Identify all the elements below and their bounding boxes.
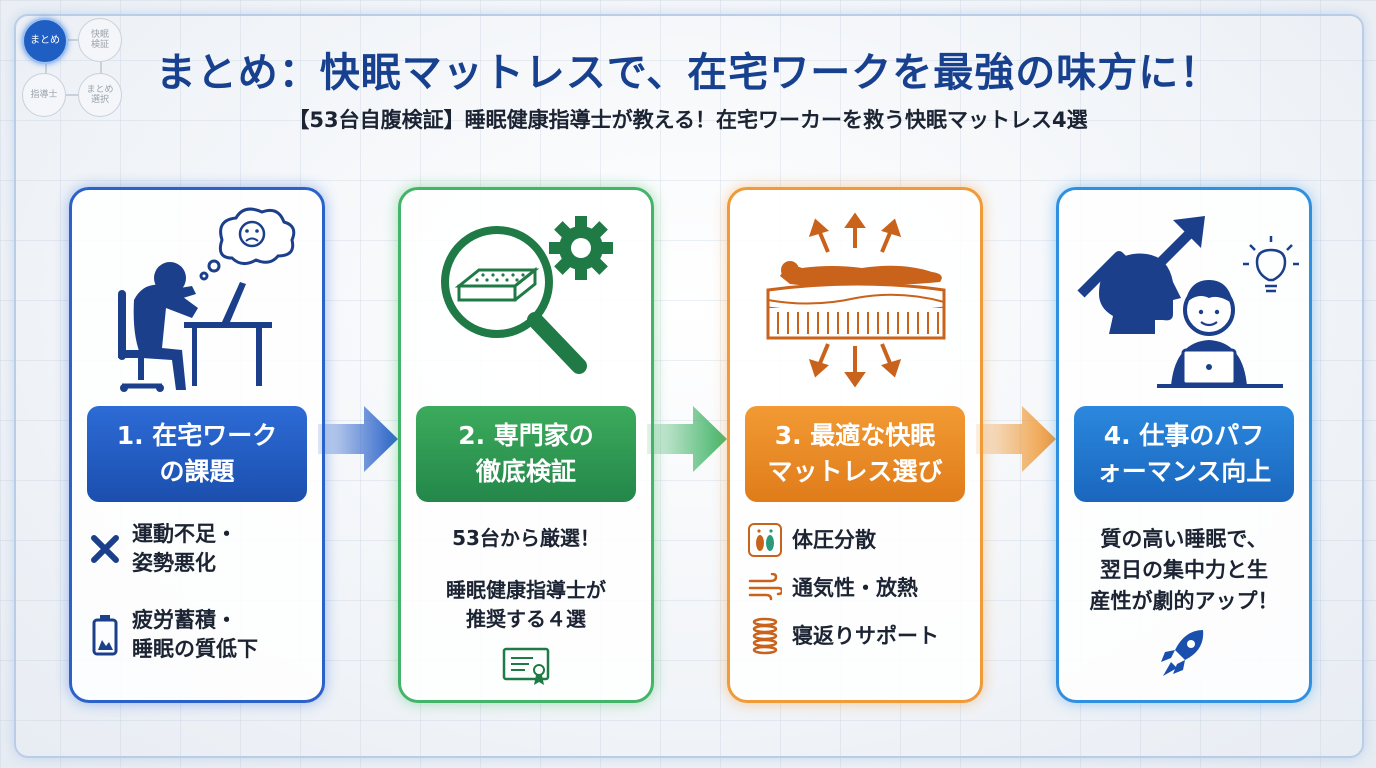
tired-worker-icon — [118, 207, 296, 392]
nav-item-instructor[interactable]: 指導士 — [22, 73, 66, 117]
point-lack-of-exercise: 運動不足・姿勢悪化 — [88, 520, 237, 578]
point-pressure-distribution: 体圧分散 — [748, 520, 876, 560]
spring-icon — [748, 616, 782, 656]
body-on-mattress-icon — [766, 212, 946, 388]
slide-frame — [14, 14, 1364, 758]
step-card-2: 2. 専門家の 徹底検証 53台から厳選！ 睡眠健康指導士が推奨する４選 — [398, 187, 654, 703]
magnifier-mattress-icon — [441, 216, 613, 374]
point-turnover-support: 寝返りサポート — [748, 616, 939, 656]
flow-arrow-3 — [976, 406, 1056, 472]
productivity-icon — [1077, 216, 1299, 388]
step-2-text-1: 53台から厳選！ — [452, 526, 600, 550]
step-card-4: 4. 仕事のパフ ォーマンス向上 質の高い睡眠で、 翌日の集中力と生 産性が劇的… — [1056, 187, 1312, 703]
point-fatigue: 疲労蓄積・睡眠の質低下 — [88, 606, 258, 664]
step-label-1: 1. 在宅ワーク の課題 — [87, 406, 307, 502]
step-card-1: 1. 在宅ワーク の課題 運動不足・姿勢悪化 疲労蓄積・睡眠の質低下 — [69, 187, 325, 703]
flow-arrow-1 — [318, 406, 398, 472]
page-title: まとめ：快眠マットレスで、在宅ワークを最強の味方に！ — [155, 50, 1221, 96]
step-2-text-2: 睡眠健康指導士が推奨する４選 — [446, 578, 606, 631]
flow-arrow-2 — [647, 406, 727, 472]
point-breathability: 通気性・放熱 — [748, 568, 918, 608]
rocket-icon — [1161, 630, 1204, 676]
nav-item-summary[interactable]: まとめ — [22, 18, 68, 64]
step-card-3: 3. 最適な快眠 マットレス選び 体圧分散 通気性・放熱 寝返りサポート — [727, 187, 983, 703]
nav-item-selection[interactable]: まとめ 選択 — [78, 73, 122, 117]
page-subtitle: 【53台自腹検証】睡眠健康指導士が教える！在宅ワーカーを救う快眠マットレス4選 — [288, 108, 1088, 132]
x-icon — [88, 529, 122, 569]
step-label-2: 2. 専門家の 徹底検証 — [416, 406, 636, 502]
footprint-icon — [748, 520, 782, 560]
section-nav: まとめ 快眠 検証 指導士 まとめ 選択 — [14, 12, 124, 122]
step-label-3: 3. 最適な快眠 マットレス選び — [745, 406, 965, 502]
nav-item-test[interactable]: 快眠 検証 — [78, 18, 122, 62]
step-4-text: 質の高い睡眠で、 翌日の集中力と生 産性が劇的アップ！ — [1089, 527, 1279, 613]
step-label-4: 4. 仕事のパフ ォーマンス向上 — [1074, 406, 1294, 502]
certificate-icon — [502, 647, 550, 685]
low-battery-icon — [88, 615, 122, 656]
airflow-icon — [748, 568, 782, 608]
